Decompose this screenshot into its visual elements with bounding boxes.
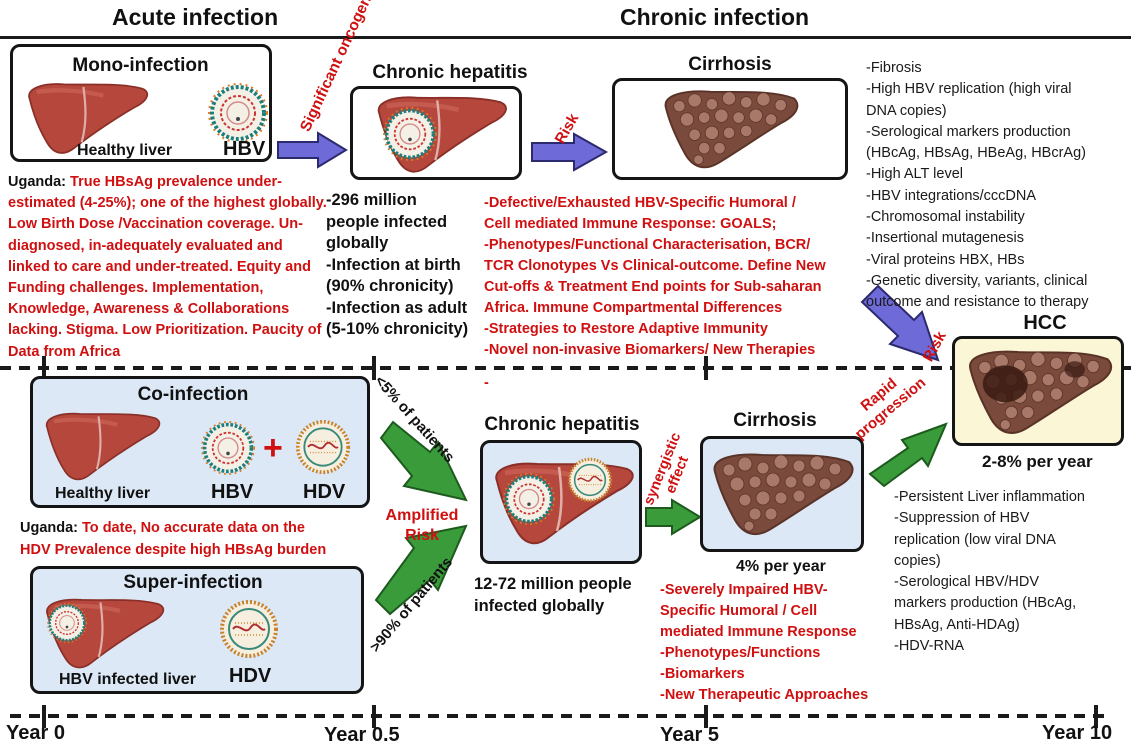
hdv-virus-icon xyxy=(295,419,351,475)
coinf-percent-label: <5% of patients xyxy=(371,372,458,466)
hdv-research-goals: -Severely Impaired HBV-Specific Humoral … xyxy=(660,582,869,703)
chronic-infection-header: Chronic infection xyxy=(620,4,810,30)
hcc-rate: 2-8% per year xyxy=(982,452,1093,471)
hbv-virus-icon xyxy=(201,421,255,475)
hbv-label: HBV xyxy=(223,138,266,160)
mono-infection-box: Mono-infection Healthy liver HBV xyxy=(10,44,272,162)
hbv-virus-icon xyxy=(383,107,437,161)
timeline-year-10: Year 10 xyxy=(1042,722,1113,744)
hcc-box xyxy=(952,336,1124,446)
hbv-features-list: -Fibrosis-High HBV replication (high vir… xyxy=(866,60,1089,311)
chronic-hepatitis-top-box xyxy=(350,86,522,180)
timeline-year-5: Year 5 xyxy=(660,724,719,746)
coinfection-box: Co-infection + Healthy liver HBV HDV xyxy=(30,376,370,508)
hdv-virus-icon xyxy=(219,599,279,659)
timeline-year-0: Year 0 xyxy=(6,722,65,744)
uganda-prefix: Uganda: xyxy=(20,520,83,536)
chronic-hepatitis-bottom-box xyxy=(480,440,642,564)
arrow-cirrhosis-to-hcc xyxy=(868,422,948,488)
hbv-virus-icon xyxy=(208,83,268,143)
cirrhotic-liver-icon xyxy=(655,87,805,173)
mono-infection-title: Mono-infection xyxy=(72,55,209,76)
timeline-year-0-5: Year 0.5 xyxy=(324,724,400,746)
header-underline xyxy=(0,36,1131,39)
chronic-hepatitis-bottom-title: Chronic hepatitis xyxy=(484,414,640,435)
hcc-title: HCC xyxy=(1023,312,1067,334)
acute-infection-header: Acute infection xyxy=(112,4,279,30)
hcc-liver-icon xyxy=(961,347,1117,439)
hbv-virus-icon xyxy=(47,603,87,643)
cirrhosis-top-box xyxy=(612,78,848,180)
cirrhosis-bottom-box xyxy=(700,436,864,552)
hbv-research-goals: -Defective/Exhausted HBV-Specific Humora… xyxy=(484,195,826,391)
hbv-label: HBV xyxy=(211,481,254,503)
healthy-liver-icon xyxy=(39,409,163,485)
superinfection-title: Super-infection xyxy=(123,572,263,593)
hdv-virus-icon xyxy=(567,457,613,503)
superinfection-box: Super-infection HBV infected liver HDV xyxy=(30,566,364,694)
arrow-mono-to-chronic xyxy=(277,131,348,169)
uganda-hbv-text: True HBsAg prevalence under-estimated (4… xyxy=(8,174,327,360)
hbv-virus-icon xyxy=(503,473,555,525)
uganda-hdv-note: Uganda: To date, No accurate data on the… xyxy=(20,520,327,558)
uganda-prefix: Uganda: xyxy=(8,174,71,190)
superinf-percent-label: >90% of patients xyxy=(366,553,457,656)
healthy-liver-label: Healthy liver xyxy=(55,485,151,502)
hdv-label: HDV xyxy=(303,481,346,503)
cirrhosis-bottom-title: Cirrhosis xyxy=(733,410,817,431)
hdv-label: HDV xyxy=(229,665,272,687)
coinfection-title: Co-infection xyxy=(137,384,249,405)
uganda-hbv-note: Uganda: True HBsAg prevalence under-esti… xyxy=(8,172,328,363)
risk-label-cirrhosis: Risk xyxy=(551,110,583,147)
cirrhosis-rate: 4% per year xyxy=(736,558,826,575)
plus-icon: + xyxy=(263,429,283,467)
hbv-infected-liver-label: HBV infected liver xyxy=(59,671,196,688)
chronic-hepatitis-top-title: Chronic hepatitis xyxy=(372,62,528,83)
hdv-features-list: -Persistent Liver inflammation-Suppressi… xyxy=(894,489,1085,655)
cirrhotic-liver-icon xyxy=(707,447,857,543)
healthy-liver-label: Healthy liver xyxy=(77,142,173,159)
cirrhosis-top-title: Cirrhosis xyxy=(688,54,772,75)
